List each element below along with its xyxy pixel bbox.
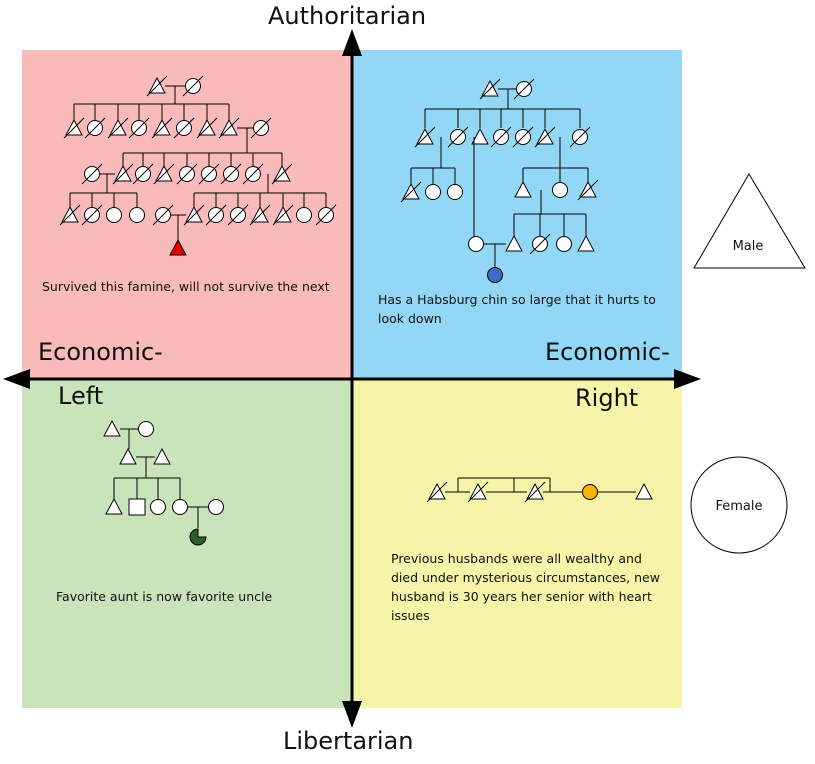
- axis-label-economic-right-2: Right: [575, 384, 639, 412]
- deceased-slash: [176, 163, 198, 185]
- legend-female-label: Female: [715, 499, 762, 514]
- female-symbol-icon: [425, 184, 441, 200]
- deceased-slash: [173, 117, 195, 139]
- deceased-slash: [250, 117, 272, 139]
- female-symbol-icon: [556, 236, 572, 252]
- quadrant-lib-left: [22, 379, 352, 708]
- arrow-down-icon: [342, 701, 362, 728]
- deceased-slash: [220, 163, 242, 185]
- male-symbol-icon: [105, 497, 123, 515]
- deceased-slash: [146, 75, 168, 97]
- deceased-slash: [513, 78, 535, 100]
- female-circle-icon: [690, 456, 788, 554]
- deceased-slash: [271, 163, 293, 185]
- caption-lib-right: Previous husbands were all wealthy and d…: [391, 551, 660, 623]
- deceased-slash: [198, 163, 220, 185]
- deceased-slash: [196, 117, 218, 139]
- male-symbol-icon: [119, 447, 137, 465]
- deceased-slash: [447, 126, 469, 148]
- male-symbol-icon: [103, 419, 121, 437]
- female-symbol-icon: [447, 184, 463, 200]
- female-symbol-icon: [296, 207, 312, 223]
- deceased-slash: [577, 179, 599, 201]
- deceased-slash: [107, 117, 129, 139]
- female-symbol-icon: [487, 267, 503, 283]
- deceased-slash: [59, 204, 81, 226]
- axis-label-authoritarian: Authoritarian: [268, 2, 427, 30]
- caption-auth-left: Survived this famine, will not survive t…: [42, 279, 330, 294]
- deceased-slash: [242, 163, 264, 185]
- deceased-slash: [63, 117, 85, 139]
- deceased-slash: [414, 126, 436, 148]
- deceased-slash: [132, 163, 154, 185]
- deceased-slash: [490, 126, 512, 148]
- axis-label-economic-left-1: Economic-: [38, 338, 163, 366]
- male-triangle-icon: [693, 173, 806, 269]
- arrow-up-icon: [342, 29, 362, 56]
- female-symbol-icon: [552, 182, 568, 198]
- legend-male: Male: [693, 173, 806, 269]
- female-symbol-icon: [138, 421, 154, 437]
- deceased-slash: [218, 117, 240, 139]
- axis-label-economic-right-1: Economic-: [545, 338, 670, 366]
- deceased-slash: [112, 163, 134, 185]
- axis-label-libertarian: Libertarian: [283, 727, 414, 755]
- female-symbol-icon: [582, 484, 598, 500]
- deceased-slash: [467, 481, 489, 503]
- female-symbol-icon: [106, 207, 122, 223]
- deceased-slash: [524, 481, 546, 503]
- male-symbol-icon: [635, 482, 653, 500]
- deceased-slash: [81, 204, 103, 226]
- quadrant-lib-right: [352, 379, 682, 708]
- deceased-slash: [182, 75, 204, 97]
- deceased-slash: [569, 126, 591, 148]
- deceased-slash: [153, 163, 175, 185]
- deceased-slash: [534, 126, 556, 148]
- male-symbol-icon: [514, 180, 532, 198]
- arrow-left-icon: [3, 369, 30, 389]
- deceased-slash: [152, 204, 174, 226]
- deceased-slash: [315, 204, 337, 226]
- deceased-slash: [205, 204, 227, 226]
- deceased-slash: [151, 117, 173, 139]
- caption-lib-left: Favorite aunt is now favorite uncle: [56, 589, 273, 604]
- female-symbol-icon: [468, 236, 484, 252]
- arrow-right-icon: [674, 369, 701, 389]
- female-symbol-icon: [172, 499, 188, 515]
- male-symbol-icon: [505, 234, 523, 252]
- deceased-slash: [183, 204, 205, 226]
- deceased-slash: [249, 204, 271, 226]
- unknown-sex-symbol-icon: [128, 498, 146, 516]
- deceased-slash: [400, 181, 422, 203]
- deceased-slash: [512, 126, 534, 148]
- female-symbol-icon: [208, 499, 224, 515]
- axis-label-economic-left-2: Left: [58, 382, 104, 410]
- axes: [3, 29, 701, 728]
- male-symbol-icon: [169, 238, 187, 256]
- female-symbol-icon: [129, 207, 145, 223]
- deceased-slash: [426, 481, 448, 503]
- deceased-slash: [84, 117, 106, 139]
- male-symbol-icon: [153, 447, 171, 465]
- deceased-slash: [272, 204, 294, 226]
- legend-male-label: Male: [733, 239, 764, 254]
- legend-female: Female: [690, 456, 788, 554]
- male-symbol-icon: [577, 234, 595, 252]
- deceased-slash: [81, 163, 103, 185]
- deceased-slash: [227, 204, 249, 226]
- proband-pie-icon: [189, 528, 207, 546]
- female-symbol-icon: [150, 499, 166, 515]
- deceased-slash: [529, 233, 551, 255]
- male-symbol-icon: [471, 127, 489, 145]
- caption-auth-right: Has a Habsburg chin so large that it hur…: [378, 292, 656, 326]
- deceased-slash: [128, 117, 150, 139]
- deceased-slash: [479, 78, 501, 100]
